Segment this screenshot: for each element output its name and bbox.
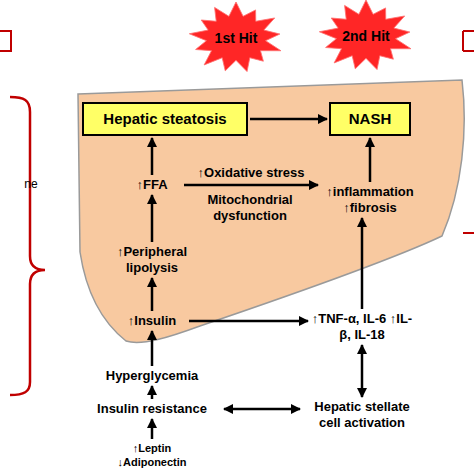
process-box: Hepatic steatosis bbox=[82, 102, 248, 136]
curly-bracket bbox=[10, 97, 45, 395]
text-node: ↑FFA bbox=[122, 177, 182, 193]
starburst: 2nd Hit bbox=[318, 0, 414, 72]
node-text: ↑Insulin bbox=[128, 313, 176, 329]
arrow-connector bbox=[151, 386, 154, 399]
text-node: Hepatic stellate cell activation bbox=[302, 399, 422, 431]
node-text: Hepatic stellate cell activation bbox=[302, 399, 422, 431]
text-node: Hyperglycemia bbox=[102, 368, 202, 384]
node-text: ↑TNF-α, IL-6 ↑IL-β, IL-18 bbox=[310, 311, 414, 343]
arrow-connector bbox=[151, 278, 154, 311]
arrow-connector bbox=[224, 408, 300, 411]
starburst-outline bbox=[319, 0, 411, 70]
process-box: NASH bbox=[329, 102, 411, 136]
bracket-edge bbox=[0, 31, 11, 51]
text-node: ↑Peripheral lipolysis bbox=[95, 244, 209, 276]
arrow-connector bbox=[151, 195, 154, 242]
text-node: Insulin resistance bbox=[82, 401, 222, 417]
text-node: ↑Insulin bbox=[117, 313, 187, 329]
arrow-connector bbox=[184, 184, 318, 187]
bracket-edge bbox=[463, 31, 474, 51]
note-label: ne bbox=[16, 176, 46, 192]
arrow-connector bbox=[250, 118, 327, 121]
starburst-outline bbox=[189, 2, 281, 72]
hit-label: 1st Hit bbox=[215, 30, 258, 46]
arrow-connector bbox=[361, 345, 364, 397]
arrow-connector bbox=[151, 331, 154, 366]
arrow-connector bbox=[361, 218, 364, 309]
edge-label: ↑Oxidative stress bbox=[198, 165, 305, 181]
node-text: ↑Peripheral lipolysis bbox=[95, 244, 209, 276]
arrow-connector bbox=[369, 138, 372, 182]
text-node: ↑Leptin ↓Adiponectin bbox=[112, 441, 192, 469]
text-node: ↑inflammation ↑fibrosis bbox=[320, 184, 420, 216]
arrow-connector bbox=[189, 320, 308, 323]
node-text: ↑FFA bbox=[136, 177, 167, 193]
note-label: Mitochondrial dysfunction bbox=[195, 192, 305, 224]
node-text: Hepatic steatosis bbox=[103, 111, 226, 127]
node-text: NASH bbox=[349, 111, 392, 127]
node-text: ↑inflammation ↑fibrosis bbox=[320, 184, 420, 216]
starburst: 1st Hit bbox=[188, 2, 284, 74]
node-text: ↑Leptin ↓Adiponectin bbox=[112, 441, 192, 469]
node-text: Insulin resistance bbox=[97, 401, 207, 417]
bracket-edge bbox=[463, 232, 474, 234]
liver-shape bbox=[78, 80, 464, 342]
hit-label: 2nd Hit bbox=[342, 28, 389, 44]
arrow-connector bbox=[151, 419, 154, 439]
text-node: ↑TNF-α, IL-6 ↑IL-β, IL-18 bbox=[310, 311, 414, 343]
node-text: Hyperglycemia bbox=[106, 368, 199, 384]
arrow-connector bbox=[151, 138, 154, 175]
